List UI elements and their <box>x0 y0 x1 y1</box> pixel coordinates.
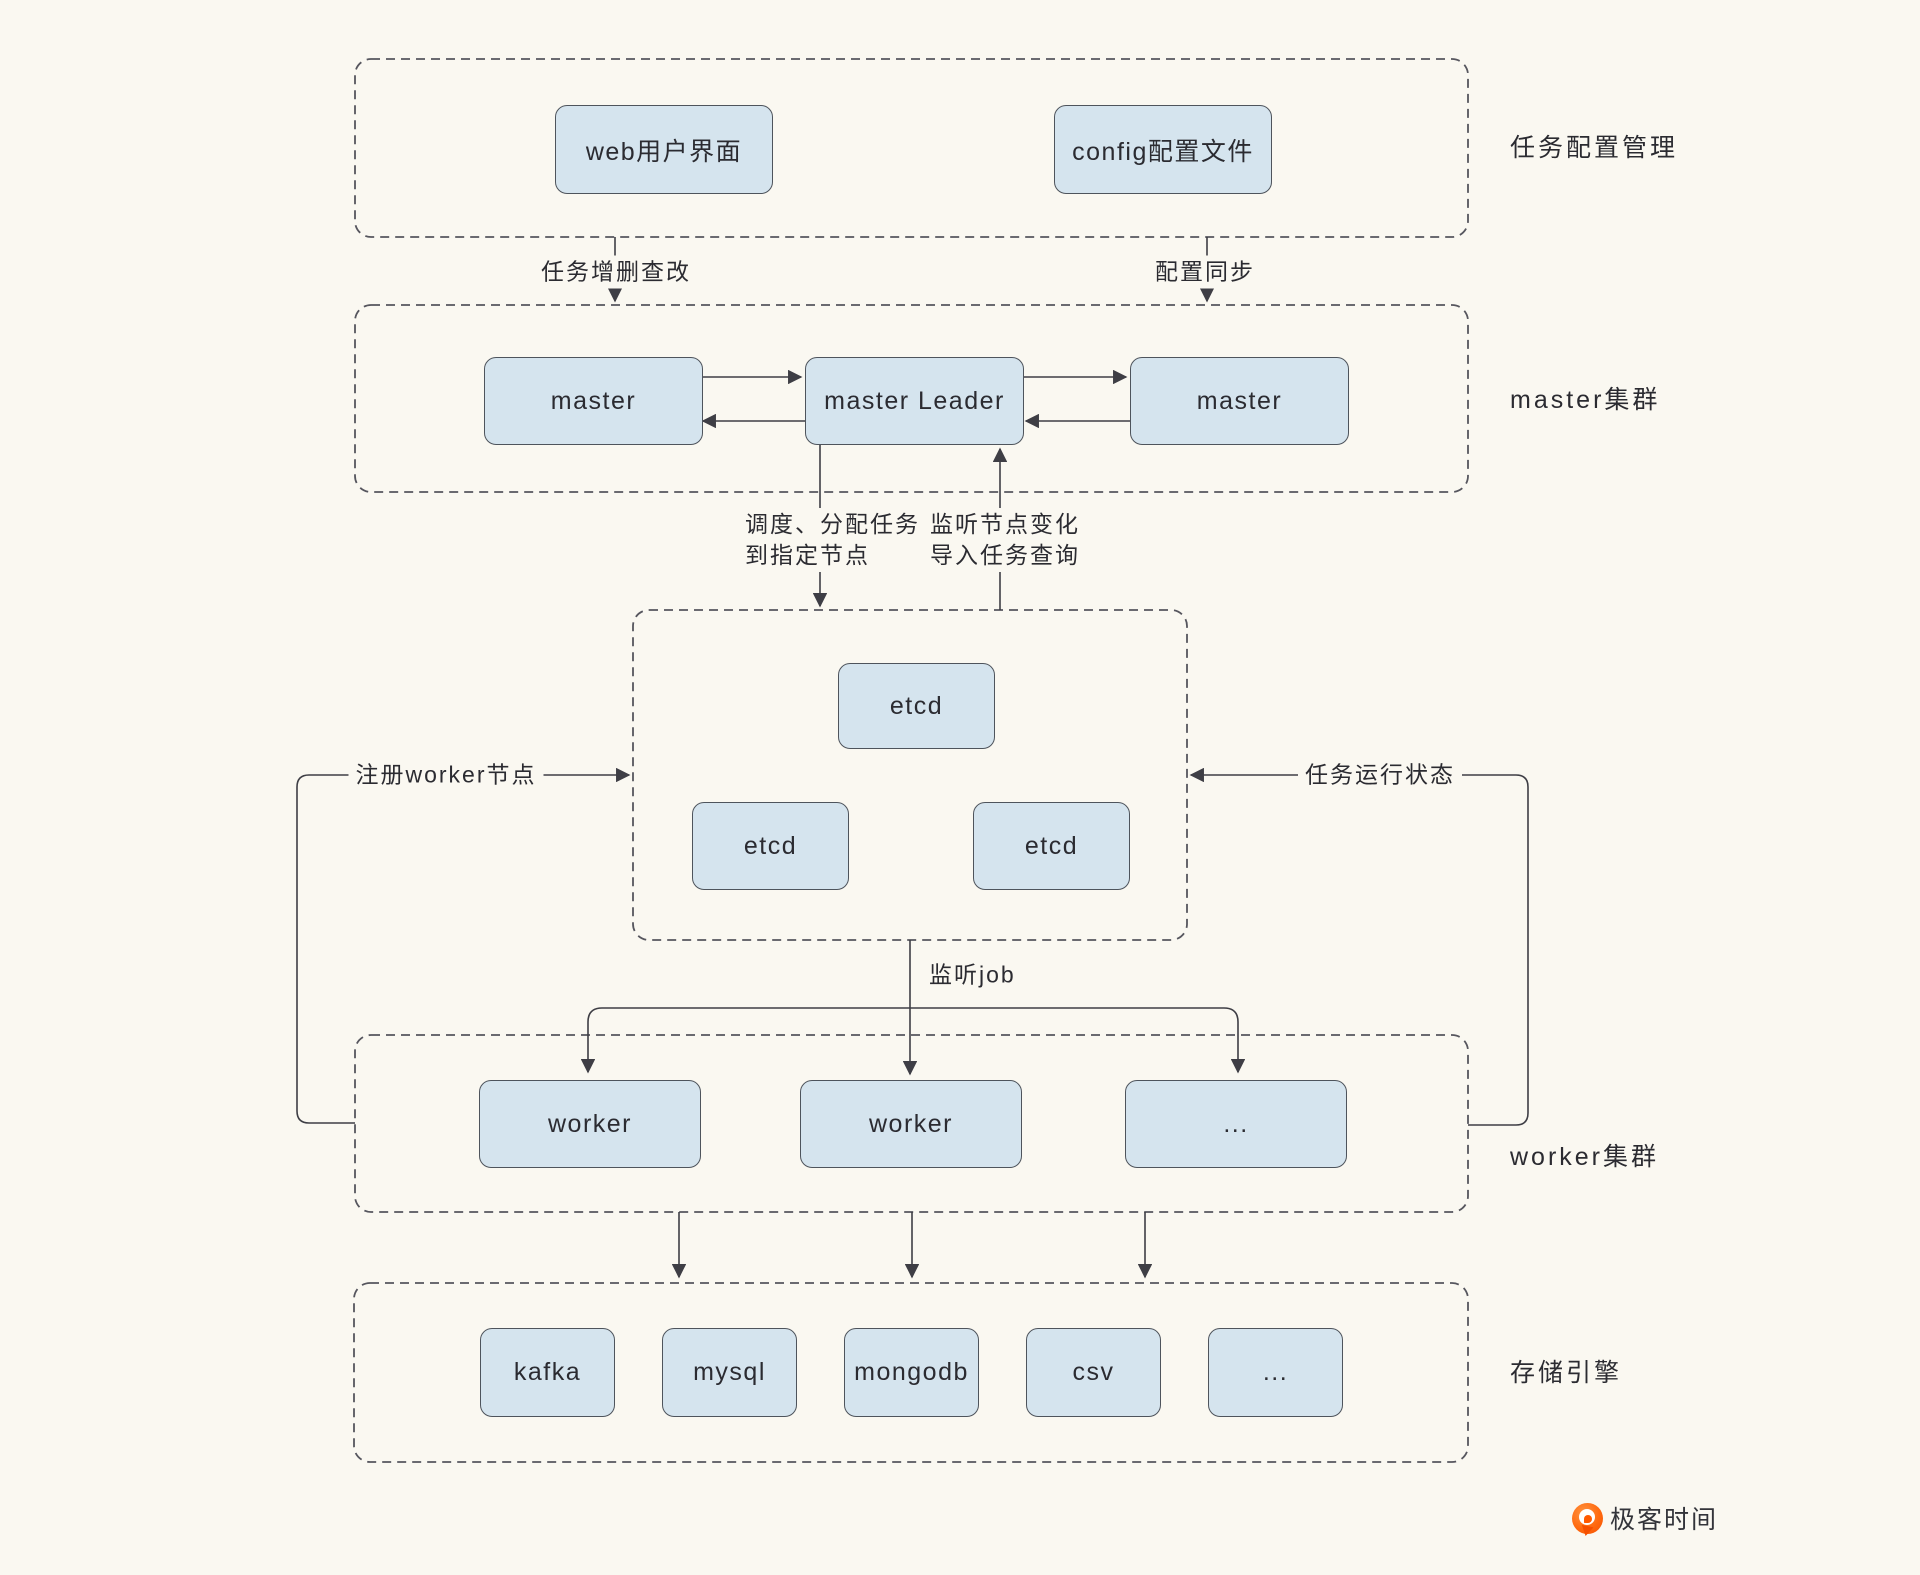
node-etcd-2: etcd <box>692 802 849 890</box>
arrow-watch-job-left <box>580 1007 910 1074</box>
geektime-logo: 极客时间 <box>1572 1500 1718 1536</box>
edge-label-watch-nodes: 监听节点变化 导入任务查询 <box>923 508 1087 572</box>
master-cluster-container <box>354 304 1469 493</box>
node-etcd-1: etcd <box>838 663 995 749</box>
storage-container <box>353 1282 1469 1463</box>
etcd-cluster-container <box>632 609 1188 941</box>
node-master-2: master <box>1130 357 1349 445</box>
edge-label-register-worker: 注册worker节点 <box>348 758 544 792</box>
node-csv: csv <box>1026 1328 1161 1417</box>
node-etcd-3: etcd <box>973 802 1130 890</box>
edge-label-config-sync: 配置同步 <box>1148 255 1262 289</box>
arrow-register-worker <box>296 767 631 1124</box>
node-worker-2: worker <box>800 1080 1022 1168</box>
edge-label-watch-job: 监听job <box>922 958 1023 992</box>
arrow-task-status <box>1189 767 1529 1126</box>
node-config-file: config配置文件 <box>1054 105 1272 194</box>
section-title-task-config: 任务配置管理 <box>1510 134 1679 162</box>
edge-label-task-crud: 任务增删查改 <box>534 255 698 289</box>
node-storage-more: ... <box>1208 1328 1343 1417</box>
node-mongodb: mongodb <box>844 1328 979 1417</box>
geektime-logo-text: 极客时间 <box>1610 1506 1719 1534</box>
edge-label-dispatch: 调度、分配任务 到指定节点 <box>738 508 927 572</box>
node-master-leader: master Leader <box>805 357 1024 445</box>
section-title-master-cluster: master集群 <box>1510 386 1661 414</box>
node-worker-1: worker <box>479 1080 701 1168</box>
section-title-storage: 存储引擎 <box>1510 1359 1623 1387</box>
edge-label-task-status: 任务运行状态 <box>1298 758 1462 792</box>
node-mysql: mysql <box>662 1328 797 1417</box>
geektime-icon-dot <box>1584 1514 1592 1523</box>
node-worker-more: ... <box>1125 1080 1347 1168</box>
geektime-icon <box>1572 1502 1603 1534</box>
arrow-watch-job-right <box>910 1007 1246 1074</box>
node-web-ui: web用户界面 <box>555 105 773 194</box>
section-title-worker-cluster: worker集群 <box>1510 1143 1660 1171</box>
node-kafka: kafka <box>480 1328 615 1417</box>
task-config-container <box>354 58 1469 238</box>
node-master-1: master <box>484 357 703 445</box>
